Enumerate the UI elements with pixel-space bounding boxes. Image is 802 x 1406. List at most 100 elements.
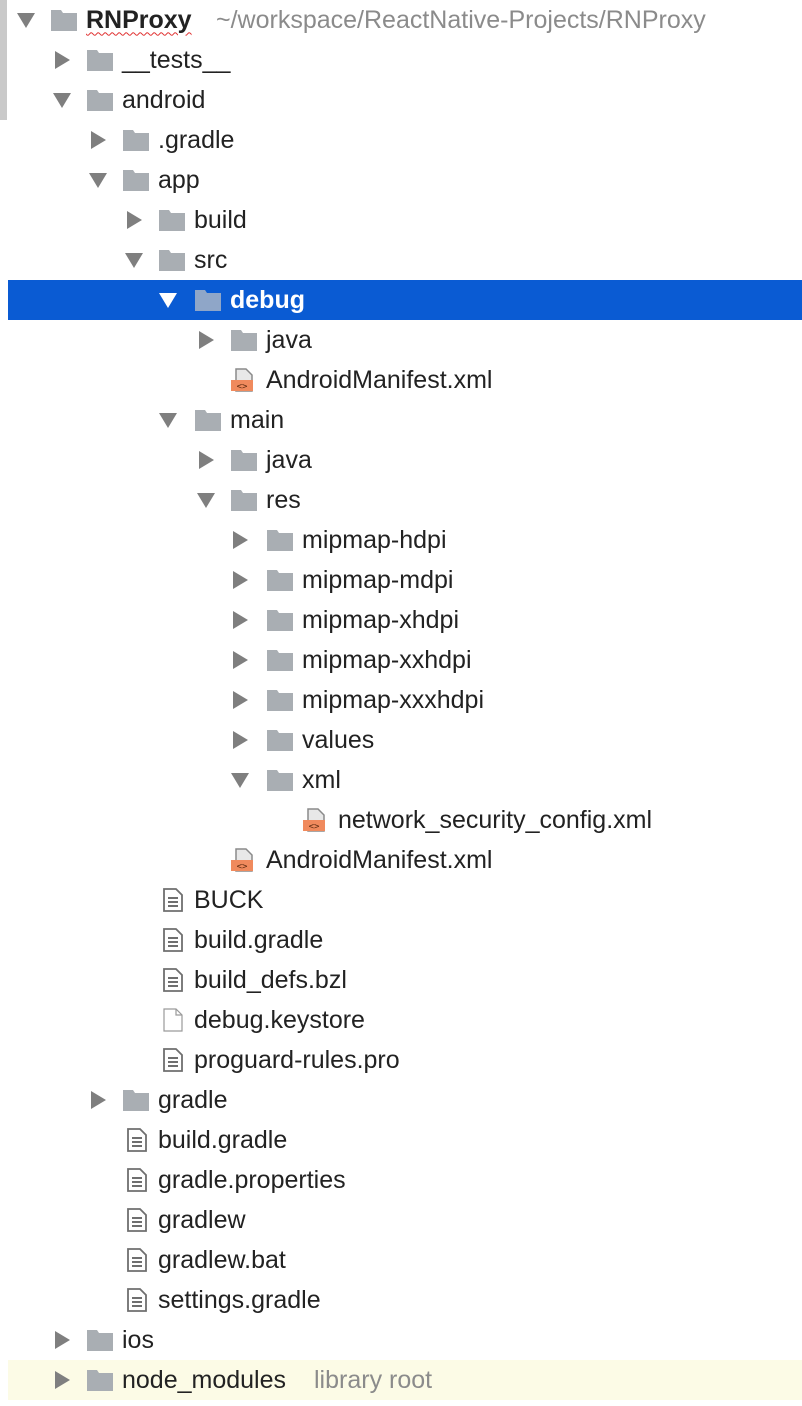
folder-label: android — [122, 85, 206, 114]
chevron-down-icon[interactable] — [124, 250, 144, 270]
folder-icon — [87, 1330, 113, 1351]
text-file-icon — [127, 1288, 147, 1312]
blank-file-icon — [163, 1008, 183, 1032]
chevron-right-icon[interactable] — [230, 730, 250, 750]
chevron-right-icon[interactable] — [52, 50, 72, 70]
file-label: AndroidManifest.xml — [266, 845, 493, 874]
library-root-hint: library root — [314, 1365, 433, 1394]
chevron-down-icon[interactable] — [88, 170, 108, 190]
folder-label: node_modules — [122, 1365, 287, 1394]
chevron-down-icon[interactable] — [52, 90, 72, 110]
tree-row-android[interactable]: android — [0, 80, 802, 120]
xml-file-icon: <> — [231, 848, 253, 872]
file-label: gradlew.bat — [158, 1245, 286, 1274]
tree-row-debug-keystore[interactable]: debug.keystore — [0, 1000, 802, 1040]
folder-label: main — [230, 405, 285, 434]
tree-row-settings-gradle[interactable]: settings.gradle — [0, 1280, 802, 1320]
chevron-right-icon[interactable] — [124, 210, 144, 230]
file-label: BUCK — [194, 885, 264, 914]
root-name: RNProxy — [86, 5, 192, 34]
file-label: AndroidManifest.xml — [266, 365, 493, 394]
chevron-right-icon[interactable] — [52, 1370, 72, 1390]
tree-row-xml[interactable]: xml — [0, 760, 802, 800]
tree-row-gradlew[interactable]: gradlew — [0, 1200, 802, 1240]
tree-row-values[interactable]: values — [0, 720, 802, 760]
chevron-down-icon[interactable] — [230, 770, 250, 790]
tree-row-gradle[interactable]: gradle — [0, 1080, 802, 1120]
tree-row-mipmap-xxxhdpi[interactable]: mipmap-xxxhdpi — [0, 680, 802, 720]
tree-row-debug-java[interactable]: java — [0, 320, 802, 360]
chevron-right-icon[interactable] — [230, 570, 250, 590]
folder-label: __tests__ — [122, 45, 231, 74]
tree-row-proguard[interactable]: proguard-rules.pro — [0, 1040, 802, 1080]
folder-icon — [123, 170, 149, 191]
folder-icon — [267, 650, 293, 671]
chevron-right-icon[interactable] — [52, 1330, 72, 1350]
tree-row-node-modules[interactable]: node_modules library root — [8, 1360, 802, 1400]
tree-row-main[interactable]: main — [0, 400, 802, 440]
chevron-right-icon[interactable] — [230, 610, 250, 630]
tree-row-main-manifest[interactable]: <> AndroidManifest.xml — [0, 840, 802, 880]
tree-row-debug[interactable]: debug — [8, 280, 802, 320]
tree-row-res[interactable]: res — [0, 480, 802, 520]
folder-icon — [87, 1370, 113, 1391]
tree-row-root[interactable]: RNProxy ~/workspace/ReactNative-Projects… — [0, 0, 802, 40]
tree-row-mipmap-xhdpi[interactable]: mipmap-xhdpi — [0, 600, 802, 640]
chevron-right-icon[interactable] — [196, 330, 216, 350]
folder-icon — [267, 690, 293, 711]
folder-label: java — [266, 325, 312, 354]
tree-row-mipmap-mdpi[interactable]: mipmap-mdpi — [0, 560, 802, 600]
folder-label: mipmap-mdpi — [302, 565, 454, 594]
tree-row-ios[interactable]: ios — [0, 1320, 802, 1360]
tree-row-app-build-gradle[interactable]: build.gradle — [0, 920, 802, 960]
folder-icon — [51, 10, 77, 31]
file-label: gradlew — [158, 1205, 246, 1234]
folder-label: values — [302, 725, 375, 754]
folder-icon — [195, 410, 221, 431]
tree-row-mipmap-hdpi[interactable]: mipmap-hdpi — [0, 520, 802, 560]
text-file-icon — [127, 1128, 147, 1152]
tree-row-android-build-gradle[interactable]: build.gradle — [0, 1120, 802, 1160]
tree-row-build-defs[interactable]: build_defs.bzl — [0, 960, 802, 1000]
tree-row-network-config[interactable]: <> network_security_config.xml — [0, 800, 802, 840]
chevron-right-icon[interactable] — [230, 690, 250, 710]
chevron-right-icon[interactable] — [88, 1090, 108, 1110]
folder-label: res — [266, 485, 301, 514]
chevron-down-icon[interactable] — [196, 490, 216, 510]
text-file-icon — [127, 1208, 147, 1232]
tree-row-tests[interactable]: __tests__ — [0, 40, 802, 80]
folder-label: ios — [122, 1325, 154, 1354]
tree-row-gradle-properties[interactable]: gradle.properties — [0, 1160, 802, 1200]
folder-label: src — [194, 245, 228, 274]
file-label: proguard-rules.pro — [194, 1045, 400, 1074]
folder-icon — [231, 330, 257, 351]
folder-label: java — [266, 445, 312, 474]
tree-row-gradlew-bat[interactable]: gradlew.bat — [0, 1240, 802, 1280]
tree-row-mipmap-xxhdpi[interactable]: mipmap-xxhdpi — [0, 640, 802, 680]
file-label: gradle.properties — [158, 1165, 346, 1194]
scrollbar[interactable] — [0, 0, 7, 120]
chevron-down-icon[interactable] — [158, 290, 178, 310]
folder-icon — [231, 490, 257, 511]
tree-row-debug-manifest[interactable]: <> AndroidManifest.xml — [0, 360, 802, 400]
text-file-icon — [163, 928, 183, 952]
tree-row-src[interactable]: src — [0, 240, 802, 280]
chevron-right-icon[interactable] — [230, 650, 250, 670]
folder-icon — [159, 250, 185, 271]
chevron-right-icon[interactable] — [196, 450, 216, 470]
folder-label: xml — [302, 765, 341, 794]
tree-row-main-java[interactable]: java — [0, 440, 802, 480]
tree-row-buck[interactable]: BUCK — [0, 880, 802, 920]
folder-icon — [123, 1090, 149, 1111]
file-label: build.gradle — [194, 925, 324, 954]
text-file-icon — [163, 968, 183, 992]
folder-label: mipmap-hdpi — [302, 525, 447, 554]
folder-icon — [267, 770, 293, 791]
tree-row-build[interactable]: build — [0, 200, 802, 240]
chevron-right-icon[interactable] — [230, 530, 250, 550]
chevron-right-icon[interactable] — [88, 130, 108, 150]
chevron-down-icon[interactable] — [16, 10, 36, 30]
tree-row-app[interactable]: app — [0, 160, 802, 200]
tree-row-dot-gradle[interactable]: .gradle — [0, 120, 802, 160]
chevron-down-icon[interactable] — [158, 410, 178, 430]
